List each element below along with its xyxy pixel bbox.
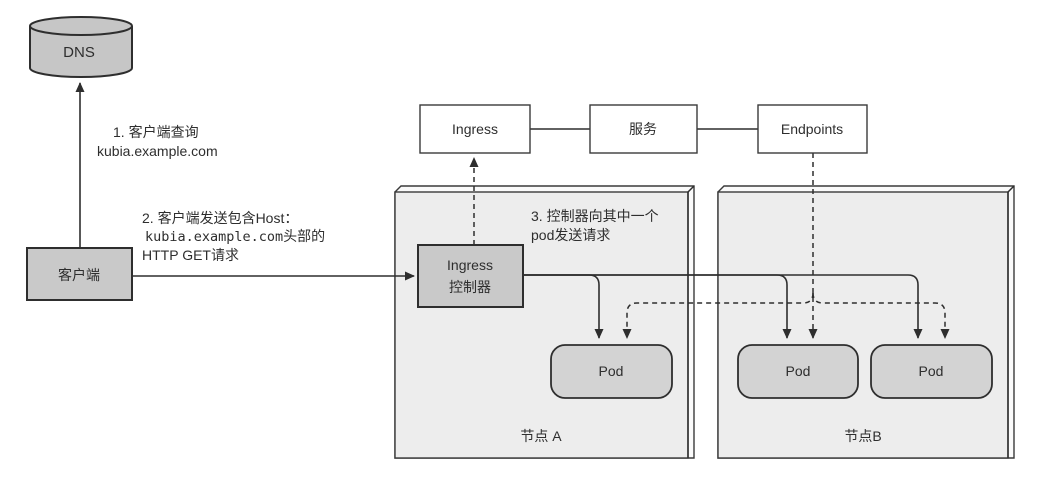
ingress-controller-box: Ingress 控制器 xyxy=(417,244,524,308)
arrow-controller-to-pod-b2 xyxy=(523,274,923,339)
endpoints-box-rect xyxy=(757,104,868,154)
ingress-controller-rect xyxy=(417,244,524,308)
client-box: 客户端 xyxy=(26,247,133,301)
dns-cylinder-top xyxy=(29,16,133,36)
dashed-arrow-endpoints-to-pod-a xyxy=(622,292,814,339)
node-a-corner-line xyxy=(687,185,695,193)
annotation-step2-line1: 2. 客户端发送包含Host： xyxy=(142,210,298,226)
arrows-dashed xyxy=(469,153,950,339)
ingress-box-rect xyxy=(419,104,531,154)
node-a-label: 节点 A xyxy=(520,428,562,444)
pod-b1: Pod xyxy=(737,344,859,399)
ingress-box: Ingress xyxy=(419,104,531,154)
dns-label: DNS xyxy=(63,44,95,61)
annotation-step2-line2: kubia.example.com头部的 xyxy=(145,228,325,245)
pod-b2-label: Pod xyxy=(919,363,944,379)
node-a-front-face xyxy=(394,191,689,459)
pod-a-label: Pod xyxy=(599,363,624,379)
annotation-step2-line3: HTTP GET请求 xyxy=(142,247,239,263)
service-box: 服务 xyxy=(589,104,698,154)
dns-cylinder: DNS xyxy=(29,16,133,78)
dashed-arrow-endpoints-to-pod-b2 xyxy=(812,292,950,339)
node-b-corner-line xyxy=(1007,185,1015,193)
annotation-step3-line1: 3. 控制器向其中一个 xyxy=(531,208,659,224)
pod-b2: Pod xyxy=(870,344,993,399)
annotation-step3-line2: pod发送请求 xyxy=(531,227,610,243)
node-b-label: 节点B xyxy=(844,428,881,444)
annotations: 1. 客户端查询 kubia.example.com 2. 客户端发送包含Hos… xyxy=(97,124,659,263)
resource-row: Ingress 服务 Endpoints xyxy=(419,104,868,154)
client-box-rect xyxy=(26,247,133,301)
annotation-step2-line2-code: kubia.example.com xyxy=(145,229,283,245)
pod-a: Pod xyxy=(550,344,673,399)
dns-cylinder-body xyxy=(29,26,133,78)
annotation-step1-line2: kubia.example.com xyxy=(97,143,218,159)
service-box-label: 服务 xyxy=(629,121,657,137)
service-box-rect xyxy=(589,104,698,154)
endpoints-box: Endpoints xyxy=(757,104,868,154)
client-box-label: 客户端 xyxy=(58,267,100,283)
ingress-controller-label-line2: 控制器 xyxy=(449,279,491,295)
annotation-step2-line2-suffix: 头部的 xyxy=(283,228,325,244)
pod-b2-rect xyxy=(870,344,993,399)
ingress-controller-label-line1: Ingress xyxy=(447,257,493,273)
annotation-step1-line1: 1. 客户端查询 xyxy=(113,124,199,140)
ingress-box-label: Ingress xyxy=(452,121,498,137)
pod-b1-rect xyxy=(737,344,859,399)
pod-a-rect xyxy=(550,344,673,399)
pod-b1-label: Pod xyxy=(786,363,811,379)
node-b: 节点B xyxy=(717,185,1015,459)
node-b-front-face xyxy=(717,191,1009,459)
endpoints-box-label: Endpoints xyxy=(781,121,843,137)
arrows-solid xyxy=(75,82,923,339)
